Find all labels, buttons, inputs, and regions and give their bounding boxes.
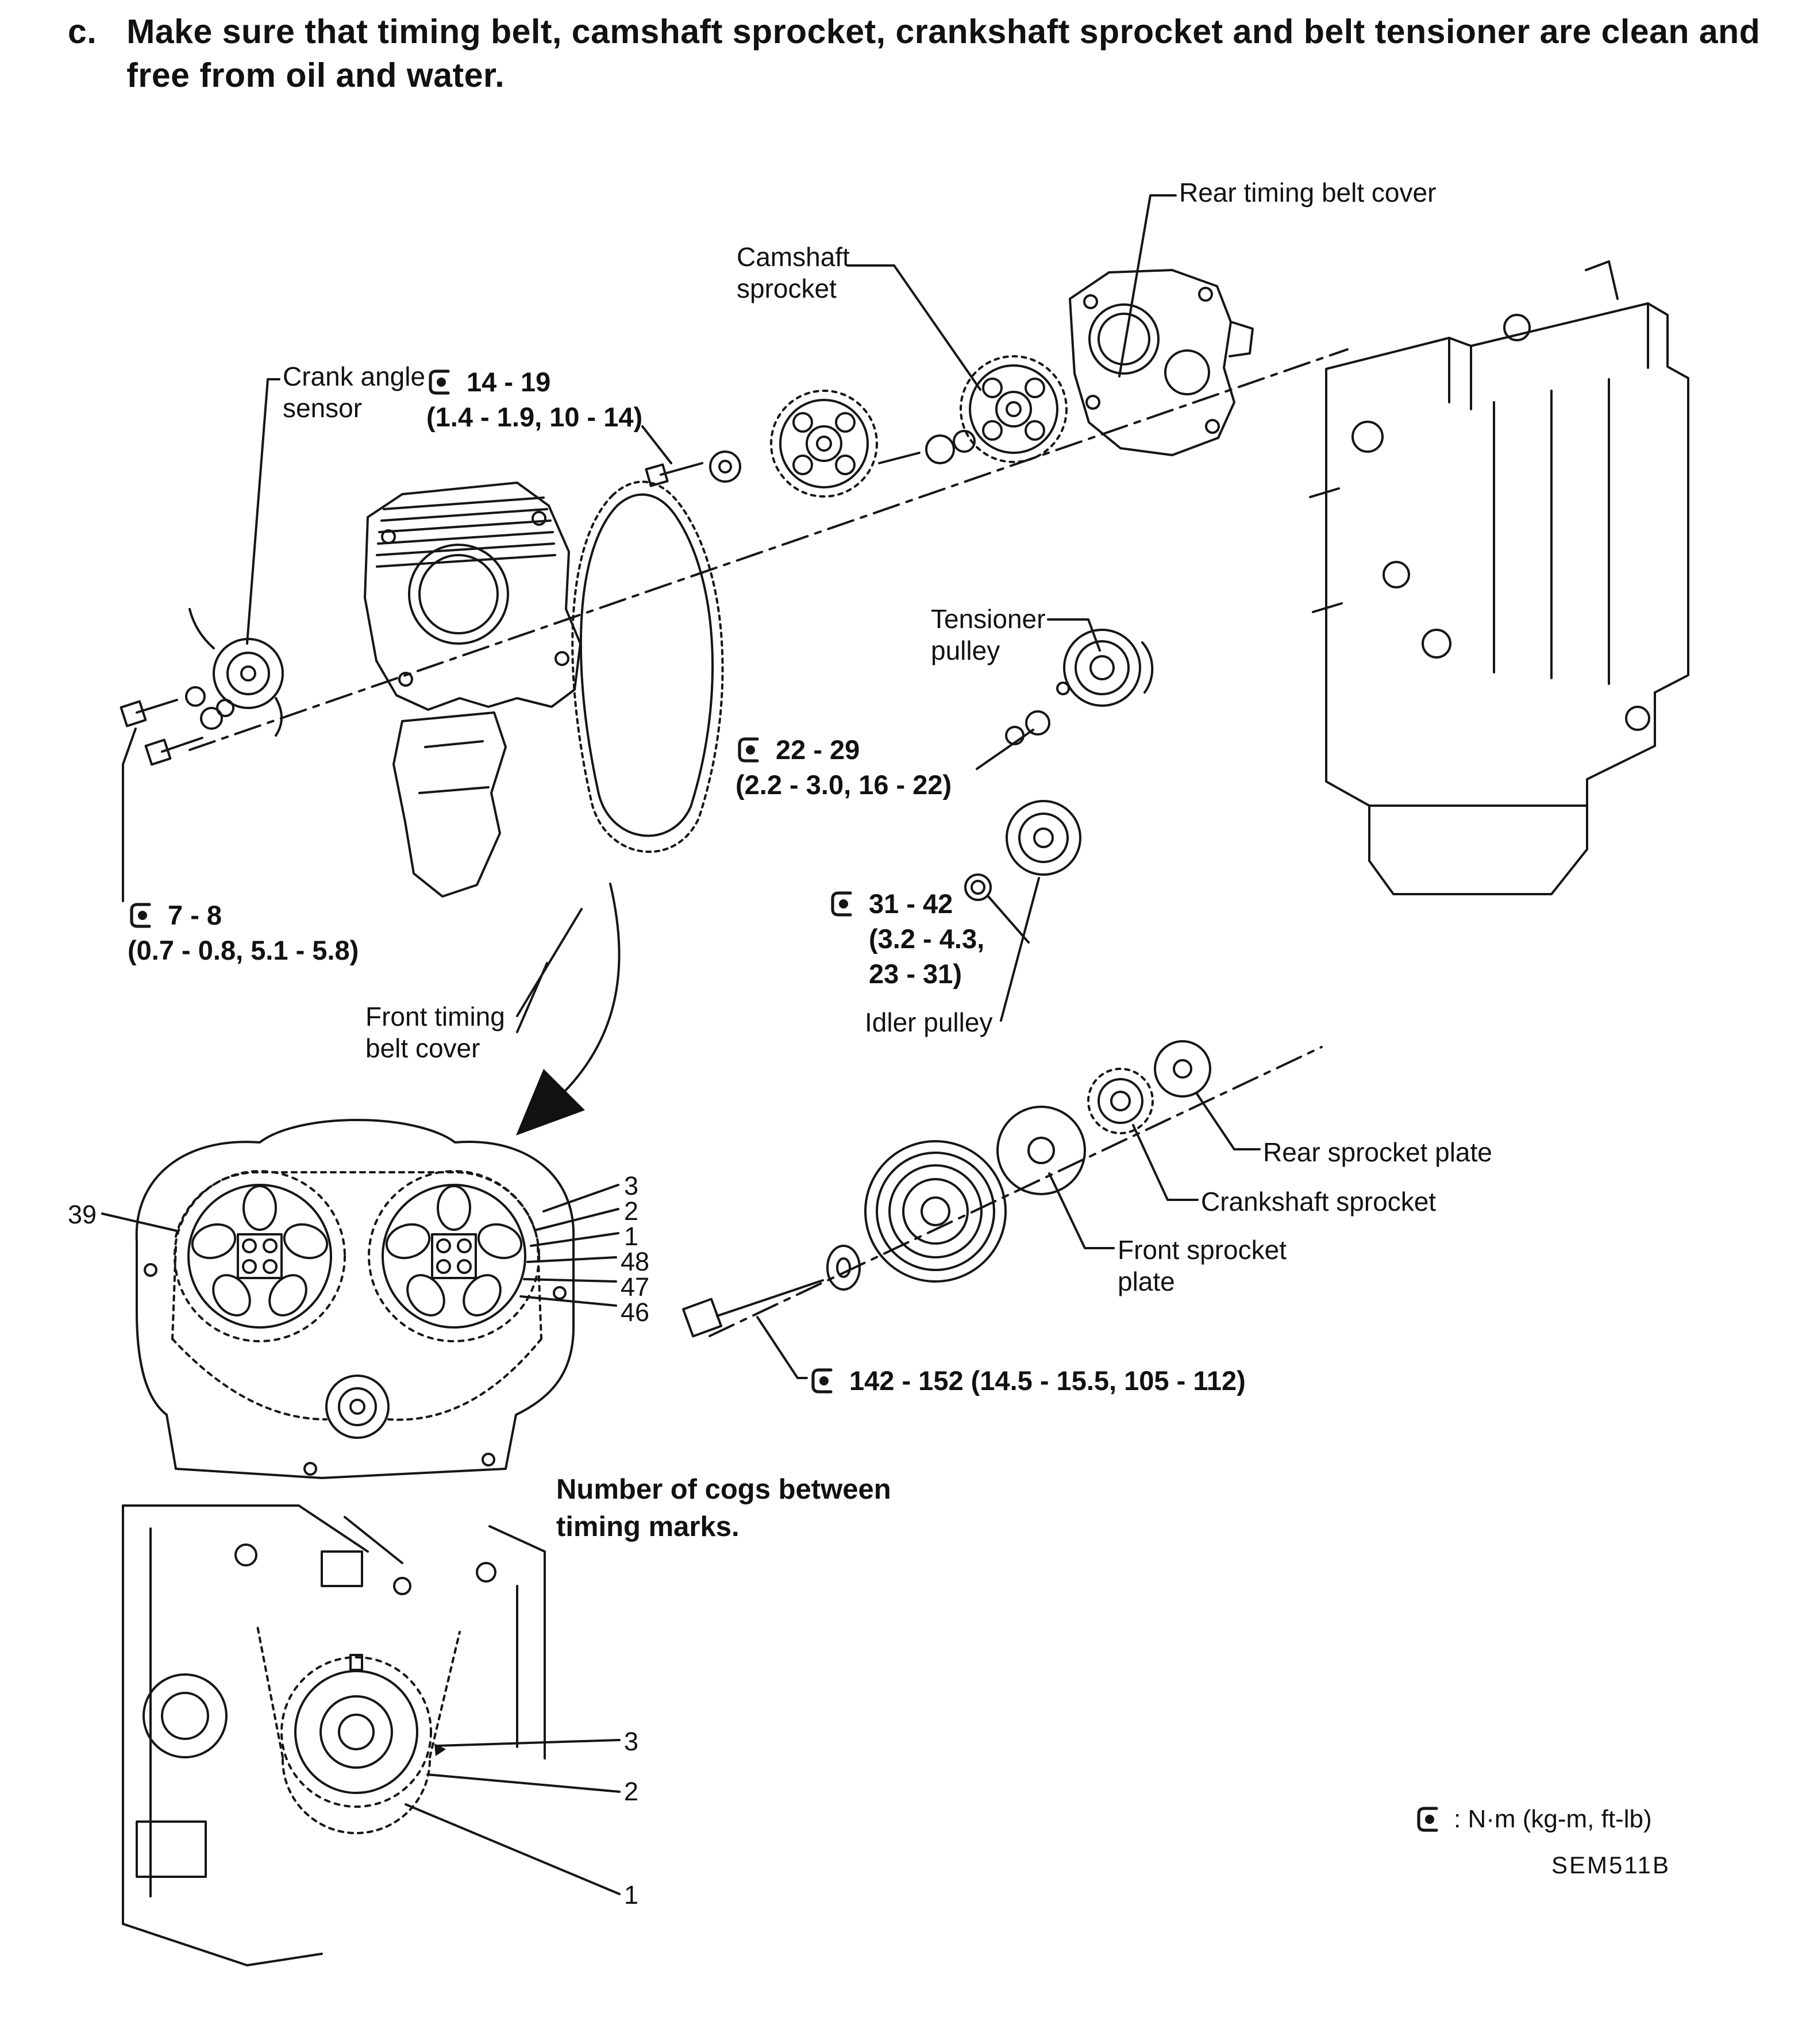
cog-callout-39: 39 — [68, 1200, 97, 1229]
instruction: c. Make sure that timing belt, camshaft … — [68, 10, 1776, 97]
engine-block — [1309, 260, 1689, 895]
instruction-letter: c. — [68, 13, 97, 51]
torque-crank-pulley-bolt: 142 - 152 (14.5 - 15.5, 105 - 112) — [809, 1363, 1246, 1398]
label-idler-pulley: Idler pulley — [865, 1007, 993, 1037]
torque-icon — [829, 889, 858, 919]
torque-icon — [736, 735, 765, 765]
label-front-sprocket-plate: Front sprocket plate — [1118, 1235, 1287, 1297]
torque-alt-value: (1.4 - 1.9, 10 - 14) — [426, 402, 643, 433]
rear-timing-belt-cover — [1069, 269, 1254, 456]
torque-value: 7 - 8 — [168, 900, 222, 930]
crank-angle-sensor — [120, 608, 284, 766]
torque-idler-pulley: 31 - 42 (3.2 - 4.3, 23 - 31) — [829, 886, 984, 991]
camshaft-sprocket-rear — [878, 355, 1068, 464]
torque-crank-angle-sensor-bolt: 7 - 8 (0.7 - 0.8, 5.1 - 5.8) — [128, 898, 359, 968]
torque-unit-legend: : N·m (kg-m, ft-lb) — [1415, 1804, 1652, 1834]
cogs-note: Number of cogs between timing marks. — [556, 1474, 891, 1542]
legend-text: : N·m (kg-m, ft-lb) — [1454, 1805, 1652, 1833]
label-camshaft-sprocket: Camshaft sprocket — [737, 242, 850, 304]
cog-callout-3: 3 — [624, 1171, 639, 1200]
cog-callout-2: 2 — [624, 1196, 639, 1226]
cog-callout-47: 47 — [621, 1272, 650, 1302]
cog-callout-lower-2: 2 — [624, 1777, 639, 1806]
cog-callout-1: 1 — [624, 1222, 639, 1251]
cog-callout-46: 46 — [621, 1298, 650, 1327]
leader-lines — [101, 194, 1261, 1895]
figure-code: SEM511B — [1551, 1851, 1670, 1879]
torque-icon — [128, 900, 157, 930]
idler-pulley — [964, 800, 1081, 901]
torque-value: 14 - 19 — [467, 367, 551, 397]
camshaft-sprocket-front — [645, 390, 878, 498]
torque-value: 142 - 152 (14.5 - 15.5, 105 - 112) — [849, 1365, 1246, 1396]
label-tensioner-pulley: Tensioner pulley — [931, 604, 1046, 666]
timing-belt — [571, 480, 724, 853]
label-crank-angle-sensor: Crank angle sensor — [283, 361, 426, 424]
cog-callout-lower-1: 1 — [624, 1880, 639, 1910]
front-timing-belt-cover — [364, 482, 582, 898]
label-crankshaft-sprocket: Crankshaft sprocket — [1201, 1187, 1437, 1217]
crankshaft-pulley-group — [682, 1040, 1211, 1338]
cog-callout-lower-3: 3 — [624, 1727, 639, 1756]
centerlines — [188, 348, 1349, 1337]
torque-value: 31 - 42 — [869, 888, 953, 919]
closeup-crank-sprocket — [122, 1504, 546, 1966]
torque-alt-value: (0.7 - 0.8, 5.1 - 5.8) — [128, 935, 359, 966]
instruction-text: Make sure that timing belt, camshaft spr… — [126, 13, 1761, 94]
closeup-cam-sprockets — [135, 1119, 575, 1479]
torque-icon — [1415, 1804, 1445, 1834]
label-rear-sprocket-plate: Rear sprocket plate — [1263, 1137, 1492, 1167]
torque-icon — [426, 367, 456, 397]
torque-camshaft-sprocket-bolt: 14 - 19 (1.4 - 1.9, 10 - 14) — [426, 364, 642, 434]
torque-icon — [809, 1366, 839, 1396]
torque-value: 22 - 29 — [776, 734, 860, 765]
label-front-timing-belt-cover: Front timing belt cover — [365, 1002, 505, 1064]
closeup-arrow — [516, 883, 621, 1135]
label-rear-timing-belt-cover: Rear timing belt cover — [1179, 178, 1437, 207]
torque-alt-value: (2.2 - 3.0, 16 - 22) — [736, 769, 952, 800]
torque-tensioner-nut: 22 - 29 (2.2 - 3.0, 16 - 22) — [736, 732, 952, 802]
torque-alt-value: (3.2 - 4.3, 23 - 31) — [869, 923, 985, 990]
cog-callout-48: 48 — [621, 1247, 650, 1276]
